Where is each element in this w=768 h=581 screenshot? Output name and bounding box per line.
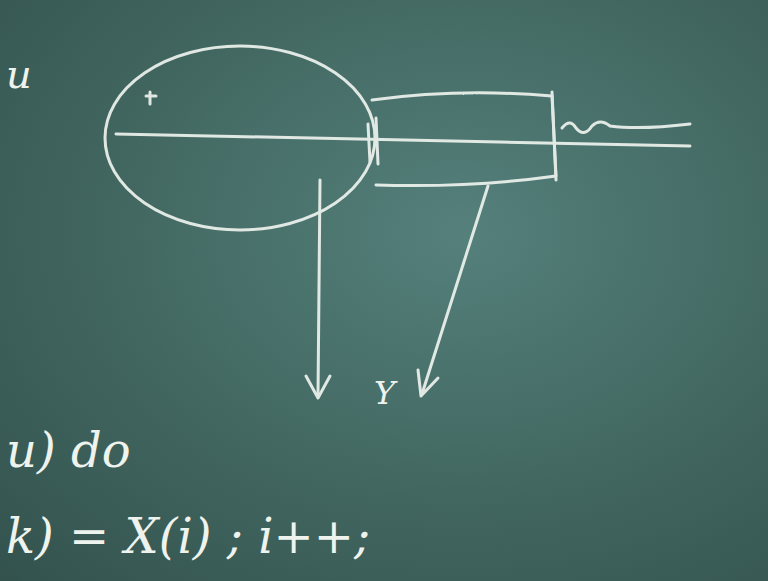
squiggle xyxy=(562,122,690,133)
arrow-head xyxy=(418,370,438,396)
code-line: u) do xyxy=(6,424,131,477)
tube-end xyxy=(552,92,556,180)
small-mark xyxy=(146,92,156,104)
arrow-line xyxy=(422,186,488,394)
tube-region xyxy=(372,93,556,186)
axis-line xyxy=(116,134,690,146)
arrow-line xyxy=(318,180,320,396)
arrow-head xyxy=(306,376,330,398)
interface-mark xyxy=(368,118,378,164)
code-line: k) = X(i) ; i++; xyxy=(6,510,370,563)
variable-label: u xyxy=(6,52,32,96)
variable-label: Y xyxy=(374,376,395,411)
